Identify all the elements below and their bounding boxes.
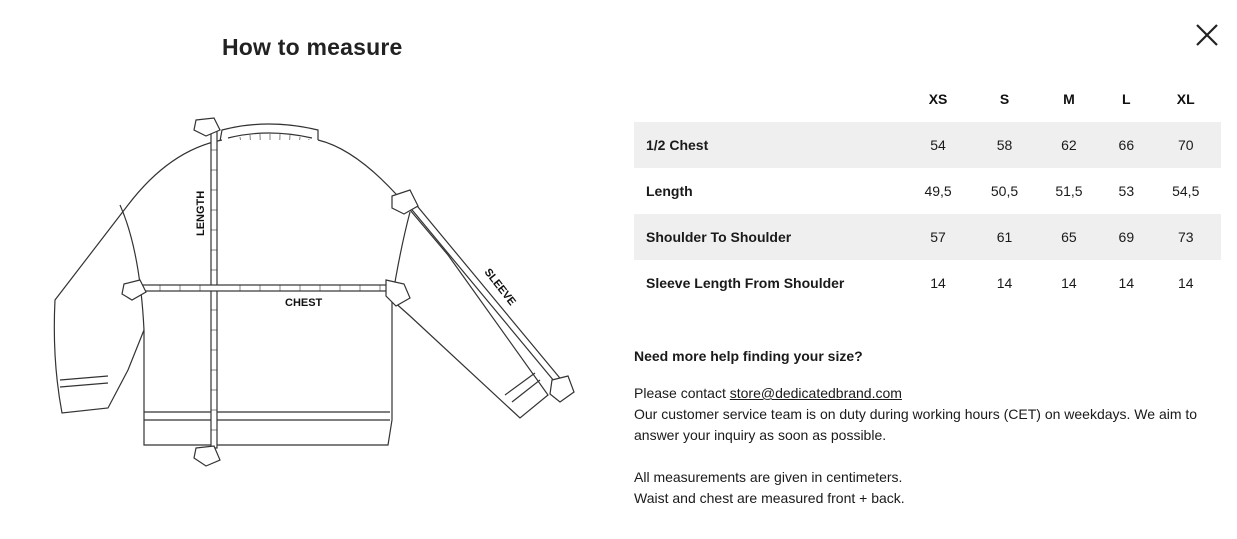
table-row: Sleeve Length From Shoulder 14 14 14 14 … <box>634 260 1221 306</box>
measurement-value: 62 <box>1035 122 1103 168</box>
measurement-value: 50,5 <box>990 183 1019 199</box>
measurement-value: 51,5 <box>1055 183 1083 199</box>
measurement-value: 14 <box>996 275 1013 291</box>
measurement-value: 14 <box>1118 275 1135 291</box>
contact-email-link[interactable]: store@dedicatedbrand.com <box>729 385 902 401</box>
measurement-value: 66 <box>1102 122 1151 168</box>
measurement-label: 1/2 Chest <box>634 122 903 168</box>
help-title: Need more help finding your size? <box>634 348 863 364</box>
measurement-value: 53 <box>1118 183 1135 199</box>
close-icon <box>1196 24 1218 46</box>
page-title: How to measure <box>222 34 403 60</box>
measurement-value: 69 <box>1102 214 1151 260</box>
measure-note: Waist and chest are measured front + bac… <box>634 490 905 506</box>
sleeve-label: SLEEVE <box>482 266 518 308</box>
measurement-value: 54,5 <box>1172 183 1200 199</box>
measurement-label: Length <box>646 183 693 199</box>
spacer <box>634 446 1224 467</box>
measurement-value: 73 <box>1150 214 1221 260</box>
size-column-header: L <box>1122 91 1131 107</box>
measurement-value: 61 <box>973 214 1036 260</box>
size-column-header: XS <box>928 91 948 107</box>
measurement-value: 57 <box>902 214 974 260</box>
measurement-value: 70 <box>1150 122 1221 168</box>
size-header-row: XS S M L XL <box>634 76 1221 122</box>
sweater-outline <box>53 123 549 446</box>
length-label: LENGTH <box>195 191 207 236</box>
chest-label: CHEST <box>285 297 323 309</box>
table-row: Shoulder To Shoulder 57 61 65 69 73 <box>634 214 1221 260</box>
sleeve-tape <box>391 189 575 403</box>
table-row: Length 49,5 50,5 51,5 53 54,5 <box>634 168 1221 214</box>
table-row: 1/2 Chest 54 58 62 66 70 <box>634 122 1221 168</box>
measurement-value: 58 <box>973 122 1036 168</box>
size-column-header: S <box>999 91 1010 107</box>
chest-tape <box>121 279 411 307</box>
contact-line: Please contact store@dedicatedbrand.com <box>634 383 1224 404</box>
measurement-value: 14 <box>1177 275 1194 291</box>
service-text: Our customer service team is on duty dur… <box>634 406 1198 443</box>
size-column-header: XL <box>1176 91 1195 107</box>
measurement-label: Shoulder To Shoulder <box>634 214 903 260</box>
sweater-measurement-illustration: LENGTH CHEST SLEEVE <box>40 105 600 485</box>
measurement-label: Sleeve Length From Shoulder <box>646 275 845 291</box>
measurement-value: 49,5 <box>924 183 952 199</box>
measurement-value: 14 <box>1061 275 1077 291</box>
measurement-value: 65 <box>1035 214 1103 260</box>
close-button[interactable] <box>1192 20 1222 50</box>
size-chart-table: XS S M L XL 1/2 Chest 54 58 62 66 70 Len… <box>634 76 1221 306</box>
contact-prefix: Please contact <box>634 385 730 401</box>
measurement-value: 54 <box>902 122 974 168</box>
row-label-header <box>634 76 903 122</box>
size-column-header: M <box>1063 91 1075 107</box>
measure-note: All measurements are given in centimeter… <box>634 469 903 485</box>
size-help-section: Need more help finding your size? Please… <box>634 346 1224 509</box>
measurement-value: 14 <box>930 275 946 291</box>
